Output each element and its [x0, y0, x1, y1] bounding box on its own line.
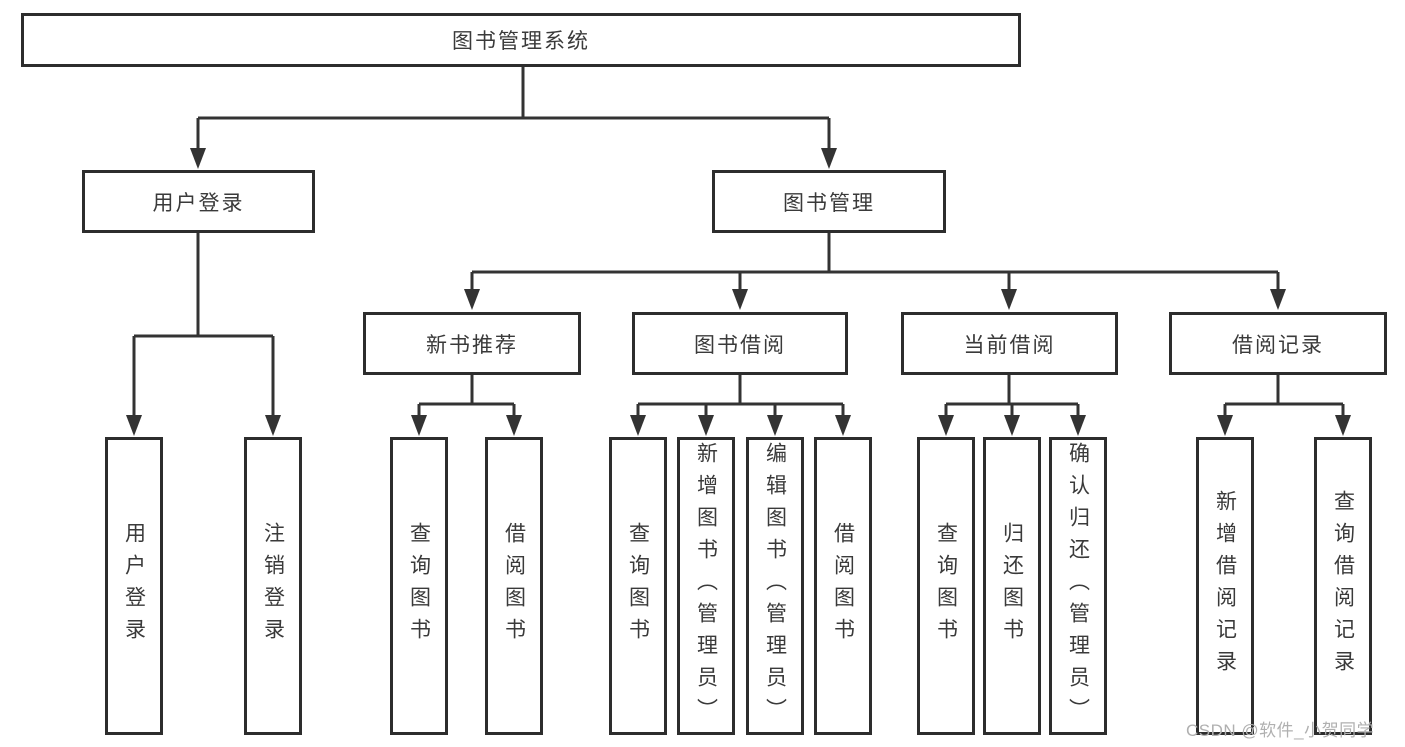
node-label: 用户登录 [122, 522, 146, 650]
arrow-down-icon [1270, 289, 1286, 310]
node-label: 查询图书 [407, 522, 431, 650]
arrow-down-icon [732, 289, 748, 310]
node-label: 新书推荐 [426, 333, 518, 357]
arrow-down-icon [1004, 415, 1020, 436]
arrow-down-icon [506, 415, 522, 436]
node-label: 当前借阅 [963, 333, 1056, 357]
arrow-down-icon [767, 415, 783, 436]
node-label: 借阅记录 [1232, 333, 1324, 357]
leaf-confirm-return-admin: 确认归还（管理员） [1049, 437, 1107, 735]
arrow-down-icon [464, 289, 480, 310]
arrow-down-icon [938, 415, 954, 436]
leaf-return-book: 归还图书 [983, 437, 1041, 735]
arrow-down-icon [821, 148, 837, 169]
arrow-down-icon [1217, 415, 1233, 436]
node-new-book-recommendation: 新书推荐 [363, 312, 581, 375]
arrow-down-icon [126, 415, 142, 436]
node-label: 新增借阅记录 [1213, 490, 1237, 682]
leaf-edit-book-admin: 编辑图书（管理员） [746, 437, 804, 735]
node-label: 注销登录 [261, 522, 285, 650]
leaf-query-borrow-record: 查询借阅记录 [1314, 437, 1372, 735]
leaf-current-query-book: 查询图书 [917, 437, 975, 735]
arrow-down-icon [411, 415, 427, 436]
node-label: 归还图书 [1000, 522, 1024, 650]
node-book-borrowing: 图书借阅 [632, 312, 848, 375]
arrow-down-icon [698, 415, 714, 436]
arrow-down-icon [835, 415, 851, 436]
node-label: 编辑图书（管理员） [763, 442, 787, 730]
arrow-down-icon [630, 415, 646, 436]
node-label: 确认归还（管理员） [1066, 442, 1090, 730]
leaf-recommend-query-book: 查询图书 [390, 437, 448, 735]
leaf-add-borrow-record: 新增借阅记录 [1196, 437, 1254, 735]
node-current-borrowing: 当前借阅 [901, 312, 1118, 375]
node-label: 查询图书 [934, 522, 958, 650]
csdn-watermark: CSDN @软件_小贺同学 [1186, 721, 1375, 740]
arrow-down-icon [1335, 415, 1351, 436]
node-label: 查询借阅记录 [1331, 490, 1355, 682]
node-label: 图书管理系统 [452, 30, 590, 53]
leaf-add-book-admin: 新增图书（管理员） [677, 437, 735, 735]
node-label: 用户登录 [152, 191, 245, 215]
arrow-down-icon [190, 148, 206, 169]
arrow-down-icon [265, 415, 281, 436]
leaf-borrow-query-book: 查询图书 [609, 437, 667, 735]
node-label: 图书借阅 [694, 333, 786, 357]
node-borrowing-records: 借阅记录 [1169, 312, 1387, 375]
node-book-management: 图书管理 [712, 170, 946, 233]
arrow-down-icon [1001, 289, 1017, 310]
node-user-login: 用户登录 [82, 170, 315, 233]
node-label: 借阅图书 [831, 522, 855, 650]
node-label: 新增图书（管理员） [694, 442, 718, 730]
node-library-system: 图书管理系统 [21, 13, 1021, 67]
arrow-down-icon [1070, 415, 1086, 436]
node-label: 图书管理 [783, 191, 875, 215]
leaf-user-login: 用户登录 [105, 437, 163, 735]
node-label: 查询图书 [626, 522, 650, 650]
leaf-borrow-book: 借阅图书 [814, 437, 872, 735]
node-label: 借阅图书 [502, 522, 526, 650]
leaf-recommend-borrow-book: 借阅图书 [485, 437, 543, 735]
leaf-logout-login: 注销登录 [244, 437, 302, 735]
